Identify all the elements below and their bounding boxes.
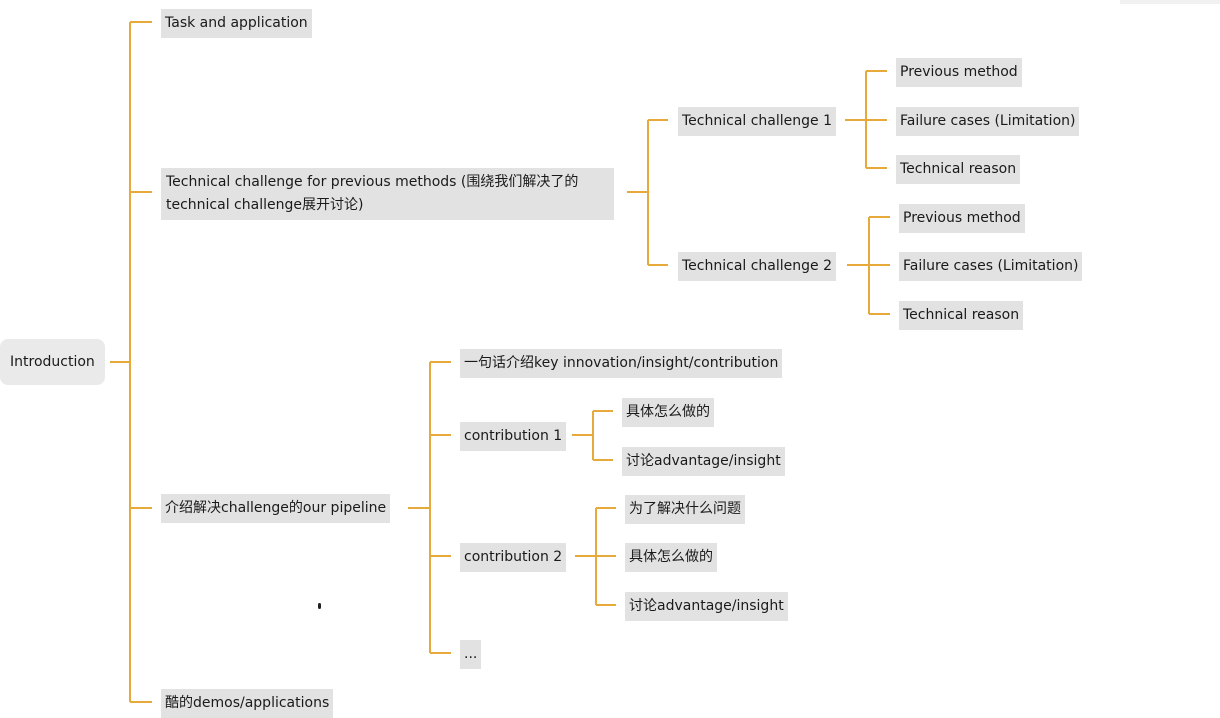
root-node-introduction[interactable]: Introduction <box>0 339 105 385</box>
node-c1-previous-method[interactable]: Previous method <box>896 58 1022 87</box>
node-contribution-1[interactable]: contribution 1 <box>460 422 567 451</box>
node-contribution-2[interactable]: contribution 2 <box>460 543 567 572</box>
node-c2-failure-cases[interactable]: Failure cases (Limitation) <box>899 252 1083 281</box>
node-c2-technical-reason[interactable]: Technical reason <box>899 301 1024 330</box>
node-k2-how[interactable]: 具体怎么做的 <box>625 543 717 572</box>
node-task-and-application[interactable]: Task and application <box>161 9 312 38</box>
node-technical-challenge-1[interactable]: Technical challenge 1 <box>678 107 837 136</box>
node-technical-challenge-2[interactable]: Technical challenge 2 <box>678 252 837 281</box>
node-c1-technical-reason[interactable]: Technical reason <box>896 155 1021 184</box>
node-c2-previous-method[interactable]: Previous method <box>899 204 1025 233</box>
node-c1-failure-cases[interactable]: Failure cases (Limitation) <box>896 107 1080 136</box>
node-pipeline-one-line-intro[interactable]: 一句话介绍key innovation/insight/contribution <box>460 349 783 378</box>
node-technical-challenge-previous-methods[interactable]: Technical challenge for previous methods… <box>161 168 614 220</box>
cursor-mark <box>318 603 321 609</box>
node-k1-how[interactable]: 具体怎么做的 <box>622 398 714 427</box>
node-k2-discuss[interactable]: 讨论advantage/insight <box>625 592 788 621</box>
node-our-pipeline[interactable]: 介绍解决challenge的our pipeline <box>161 494 391 523</box>
node-k1-discuss[interactable]: 讨论advantage/insight <box>622 447 785 476</box>
node-demos-applications[interactable]: 酷的demos/applications <box>161 689 334 718</box>
node-pipeline-more[interactable]: ... <box>460 640 482 669</box>
window-edge <box>1120 0 1220 4</box>
node-k2-why[interactable]: 为了解决什么问题 <box>625 495 745 524</box>
